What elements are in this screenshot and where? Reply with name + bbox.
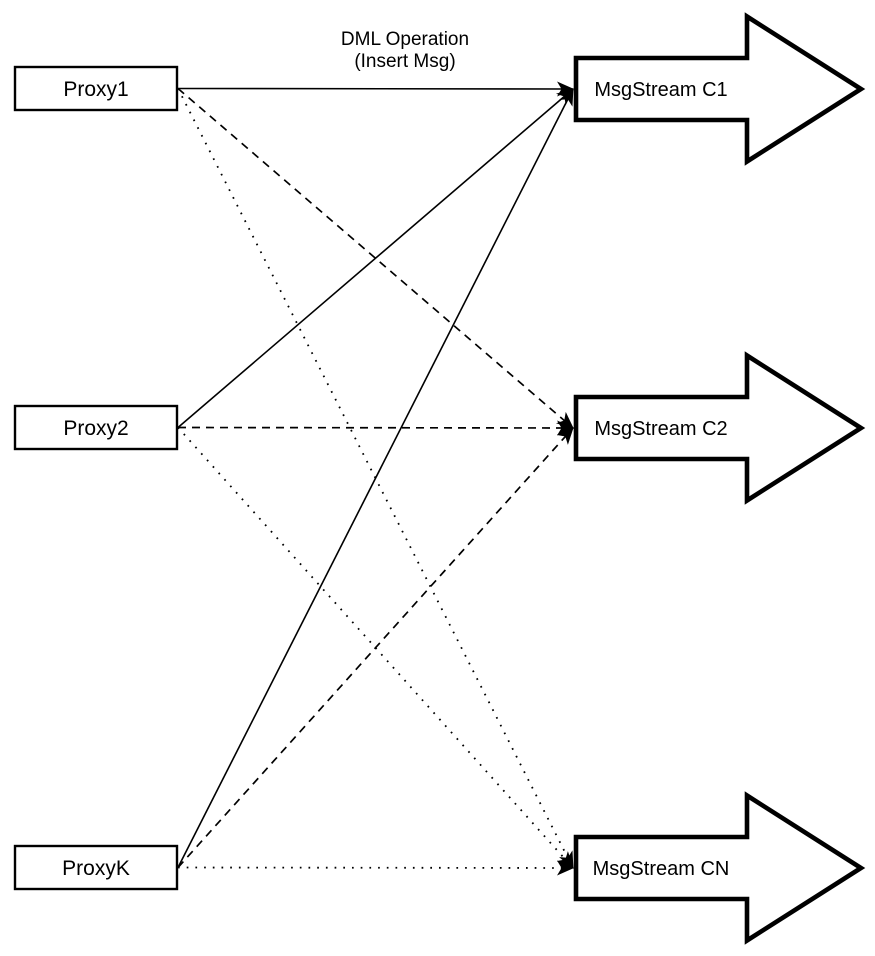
edges-layer — [177, 81, 574, 876]
edge-proxyk-cn — [177, 860, 574, 876]
proxy2-box — [13, 404, 179, 451]
proxyk-node: ProxyK — [13, 844, 179, 891]
msgstream-c2-node: MsgStream C2 — [573, 351, 866, 505]
proxy1-box — [13, 65, 179, 112]
edge-proxyk-c1 — [177, 88, 574, 868]
right-arrow-shape-c1 — [573, 12, 866, 166]
annotation-line2: (Insert Msg) — [354, 51, 455, 72]
edge-proxyk-c2 — [177, 427, 574, 869]
proxy2-label: Proxy2 — [63, 417, 128, 440]
edge-proxy1-c2 — [177, 87, 574, 429]
proxy1-label: Proxy1 — [63, 78, 128, 101]
msgstream-c1-label: MsgStream C1 — [594, 79, 727, 101]
proxy2-node: Proxy2 — [13, 404, 179, 451]
right-arrow-shape-cn — [573, 791, 866, 945]
proxy1-node: Proxy1 — [13, 65, 179, 112]
msgstream-c2-label: MsgStream C2 — [594, 418, 727, 440]
proxyk-label: ProxyK — [62, 857, 130, 880]
msgstream-cn-node: MsgStream CN — [573, 791, 866, 945]
dml-operation-annotation: DML Operation (Insert Msg) — [341, 29, 469, 72]
msgstream-cn-label: MsgStream CN — [593, 858, 730, 880]
right-arrow-shape-c2 — [573, 351, 866, 505]
edge-proxy1-c1 — [177, 81, 574, 97]
annotation-line1: DML Operation — [341, 29, 469, 50]
proxyk-box — [13, 844, 179, 891]
edge-proxy2-c1 — [177, 88, 574, 429]
msgstream-c1-node: MsgStream C1 — [573, 12, 866, 166]
edge-proxy2-c2 — [177, 420, 574, 436]
